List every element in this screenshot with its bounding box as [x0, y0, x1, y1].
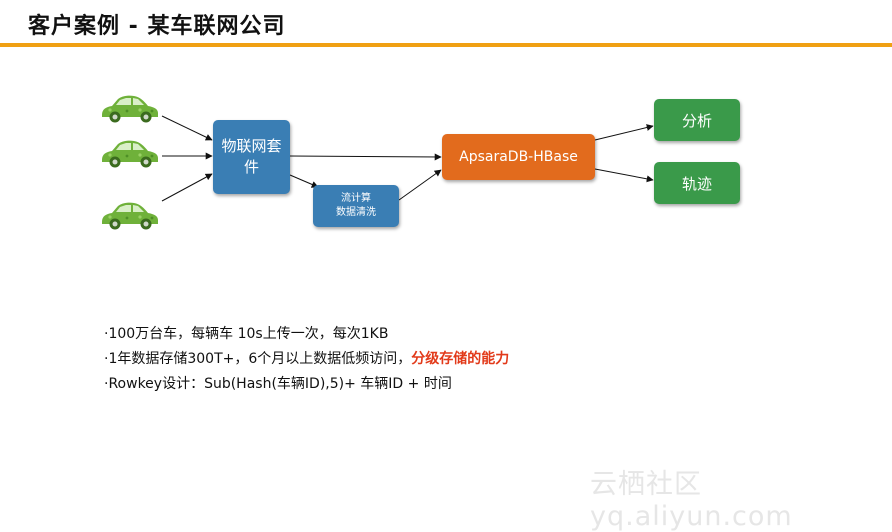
stream-label-line1: 流计算	[341, 193, 371, 204]
stream-label-line2: 数据清洗	[336, 207, 376, 218]
iot-kit-label-line1: 物联网套	[221, 137, 282, 155]
bullet-text-3: ·Rowkey设计：Sub(Hash(车辆ID),5)+ 车辆ID + 时间	[104, 376, 452, 392]
bullet-text-1: ·100万台车，每辆车 10s上传一次，每次1KB	[104, 326, 389, 342]
arrow-car1-to-iot	[161, 115, 213, 141]
track-box: 轨迹	[654, 162, 740, 204]
iot-kit-label-line2: 件	[243, 158, 259, 176]
arrow-car3-to-iot	[161, 173, 213, 202]
analysis-box: 分析	[654, 99, 740, 141]
arrow-stream-to-hbase	[398, 169, 442, 201]
arrow-hbase-to-analysis	[594, 124, 654, 141]
title-underline	[0, 43, 892, 47]
arrow-iot-to-stream	[289, 174, 319, 188]
watermark: 云栖社区 yq.aliyun.com	[590, 469, 793, 532]
bullet-item-3: ·Rowkey设计：Sub(Hash(车辆ID),5)+ 车辆ID + 时间	[104, 372, 509, 397]
bullet-highlight: 分级存储的能力	[411, 351, 510, 367]
car-icon-1	[102, 95, 158, 123]
hbase-label: ApsaraDB-HBase	[459, 149, 578, 165]
flow-diagram	[102, 95, 654, 230]
arrow-iot-to-hbase	[289, 153, 442, 161]
arrow-hbase-to-track	[594, 168, 654, 183]
analysis-label: 分析	[681, 111, 712, 130]
car-icon-3	[102, 202, 158, 230]
track-label: 轨迹	[681, 174, 712, 193]
bullet-text-2: ·1年数据存储300T+，6个月以上数据低频访问，	[104, 351, 412, 367]
bullet-item-2: ·1年数据存储300T+，6个月以上数据低频访问，分级存储的能力	[104, 347, 509, 372]
bullet-item-1: ·100万台车，每辆车 10s上传一次，每次1KB	[104, 322, 509, 347]
hbase-box: ApsaraDB-HBase	[442, 134, 595, 180]
bullet-list: ·100万台车，每辆车 10s上传一次，每次1KB ·1年数据存储300T+，6…	[104, 322, 509, 397]
iot-kit-box: 物联网套 件	[213, 120, 290, 194]
car-icon-2	[102, 140, 158, 168]
page-title: 客户案例 - 某车联网公司	[28, 14, 286, 39]
stream-compute-box: 流计算 数据清洗	[313, 185, 399, 227]
